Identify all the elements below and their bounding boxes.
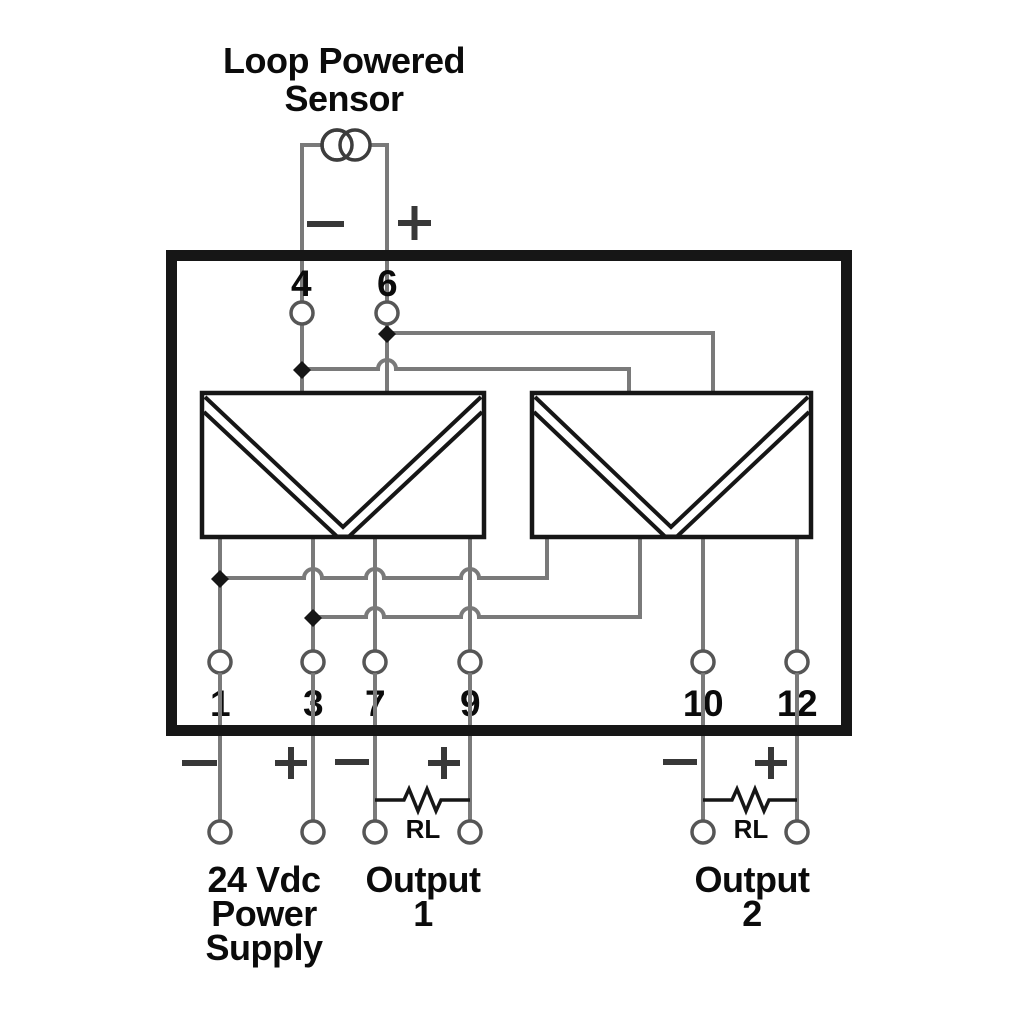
isolator-1-v-icon	[203, 395, 483, 530]
load-resistor-2: RL	[703, 784, 797, 844]
input-plus-bus-wire	[387, 331, 715, 393]
power-plus-sign	[275, 747, 307, 779]
isolator-2-v-icon	[533, 395, 810, 530]
load-resistor-1: RL	[375, 784, 470, 844]
output2-label: Output 2	[695, 859, 811, 934]
power-label-line3: Supply	[205, 927, 322, 968]
load-resistor-1-label: RL	[406, 814, 441, 844]
output2-plus-sign	[755, 747, 787, 779]
power-supply-label: 24 Vdc Power Supply	[205, 859, 323, 968]
terminal-4-label: 4	[291, 263, 312, 304]
input-minus-bus-wire	[302, 358, 631, 393]
loop-powered-sensor: Loop Powered Sensor	[223, 40, 466, 316]
bottom-captions: 24 Vdc Power Supply Output 1 Output 2	[205, 859, 811, 968]
terminal-6-label: 6	[377, 263, 397, 304]
terminal-1-circle	[207, 649, 233, 675]
terminal-3-circle	[300, 649, 326, 675]
output2-label-line2: 2	[742, 893, 762, 934]
external-terminal-circle	[207, 819, 233, 845]
isolator-1-v-icon-inner	[202, 410, 484, 539]
terminal-4-circle	[289, 300, 315, 326]
external-terminal-circle	[300, 819, 326, 845]
power-pos-bus-wire	[313, 537, 642, 619]
junction-dot	[378, 325, 396, 343]
current-source-circle-left-outline	[320, 128, 354, 162]
external-terminal-circle	[690, 819, 716, 845]
output1-label: Output 1	[366, 859, 482, 934]
output1-plus-sign	[428, 747, 460, 779]
external-terminal-circle	[457, 819, 483, 845]
isolator-2-box	[529, 390, 814, 540]
junction-dot	[293, 361, 311, 379]
junction-dot	[304, 609, 322, 627]
terminal-6-circle	[374, 300, 400, 326]
isolator-2-v-icon-inner	[532, 410, 811, 539]
sensor-title-line1: Loop Powered	[223, 40, 465, 81]
output1-label-line1: Output	[366, 859, 481, 900]
isolator-channel-2	[529, 390, 814, 540]
sensor-plus-sign	[398, 206, 431, 240]
power-label-line1: 24 Vdc	[207, 859, 320, 900]
resistor-zigzag-icon	[703, 784, 797, 816]
terminal-12-circle	[784, 649, 810, 675]
internal-wiring	[211, 313, 799, 662]
external-terminal-circle	[362, 819, 388, 845]
isolator-channel-1	[199, 390, 487, 540]
terminal-10-circle	[690, 649, 716, 675]
junction-dot	[211, 570, 229, 588]
isolator-1-box	[199, 390, 487, 540]
load-resistor-2-label: RL	[734, 814, 769, 844]
output2-label-line1: Output	[695, 859, 810, 900]
top-terminals: 4 6	[289, 263, 400, 326]
output1-label-line2: 1	[413, 893, 433, 934]
terminal-9-circle	[457, 649, 483, 675]
sensor-title-line2: Sensor	[284, 78, 404, 119]
device-outline	[166, 250, 852, 736]
power-neg-bus-wire	[220, 537, 549, 580]
terminal-7-circle	[362, 649, 388, 675]
power-label-line2: Power	[211, 893, 317, 934]
external-terminal-circle	[784, 819, 810, 845]
current-source-circle-right	[338, 128, 372, 162]
resistor-zigzag-icon	[375, 784, 470, 816]
external-wiring: RL RL	[182, 673, 810, 845]
current-source-icon	[320, 128, 372, 162]
